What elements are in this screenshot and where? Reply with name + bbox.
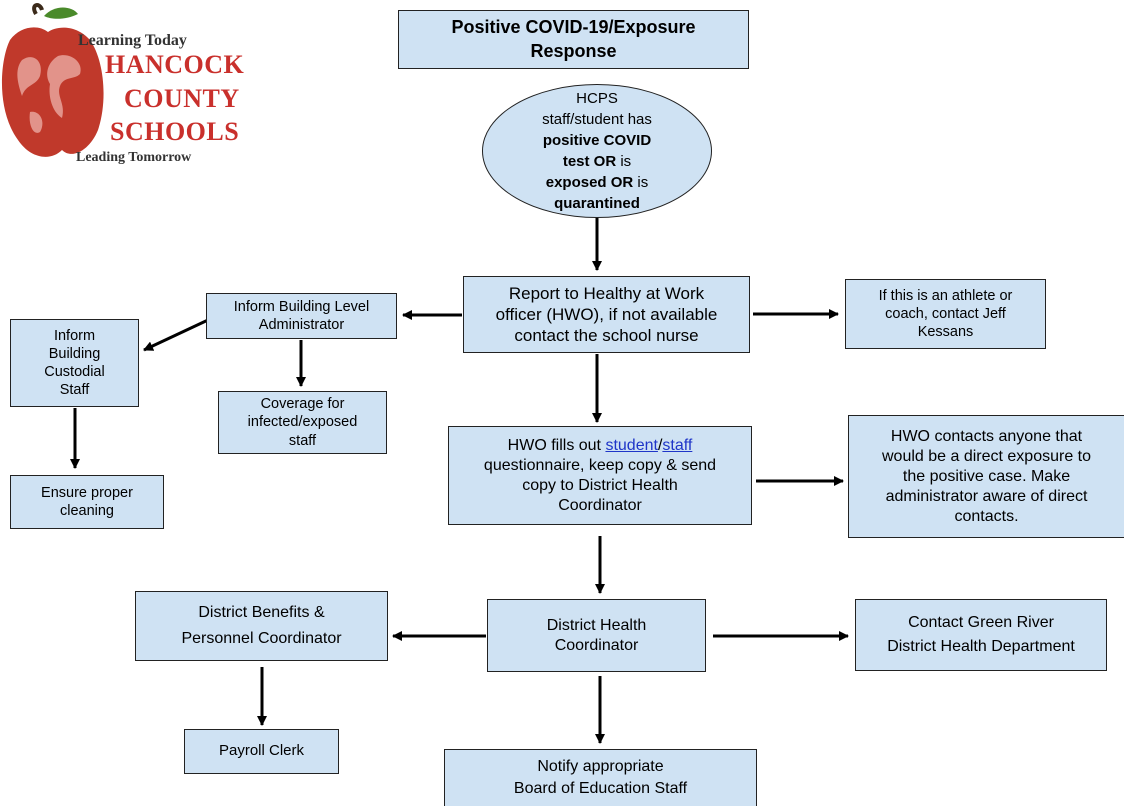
logo-tagline-top: Learning Today (78, 32, 187, 49)
athlete-coach-node: If this is an athlete or coach, contact … (845, 279, 1046, 349)
inform-building-admin-node: Inform Building Level Administrator (206, 293, 397, 339)
logo-line-hancock: HANCOCK (105, 50, 245, 79)
notify-board-node: Notify appropriate Board of Education St… (444, 749, 757, 806)
green-river-health-dept-node: Contact Green River District Health Depa… (855, 599, 1107, 671)
coverage-staff-node: Coverage for infected/exposed staff (218, 391, 387, 454)
district-benefits-node: District Benefits & Personnel Coordinato… (135, 591, 388, 661)
logo-line-schools: SCHOOLS (110, 117, 240, 146)
district-health-coordinator-node: District Health Coordinator (487, 599, 706, 672)
hancock-county-schools-logo: Learning Today HANCOCK COUNTY SCHOOLS Le… (0, 0, 250, 175)
arrow-admin-to-custodial (143, 318, 209, 352)
logo-line-county: COUNTY (124, 84, 240, 113)
start-line-2: staff/student has (542, 111, 652, 128)
ensure-cleaning-node: Ensure proper cleaning (10, 475, 164, 529)
start-line-5: exposed OR is (545, 174, 649, 191)
apple-globe-icon (1, 3, 104, 157)
hwo-questionnaire-node: HWO fills out student/staff questionnair… (448, 426, 752, 525)
start-condition-node: HCPS staff/student has positive COVID te… (482, 84, 712, 218)
start-line-1: HCPS (576, 90, 618, 107)
title-line-1: Positive COVID-19/Exposure (451, 17, 696, 38)
report-to-hwo-node: Report to Healthy at Work officer (HWO),… (463, 276, 750, 353)
inform-custodial-staff-node: Inform Building Custodial Staff (10, 319, 139, 407)
hwo-contacts-node: HWO contacts anyone that would be a dire… (848, 415, 1124, 538)
start-line-6: quarantined (554, 195, 640, 212)
title-line-2: Response (530, 40, 617, 61)
staff-questionnaire-link[interactable]: staff (662, 436, 693, 454)
page-title: Positive COVID-19/Exposure Response (398, 10, 749, 69)
logo-tagline-bottom: Leading Tomorrow (76, 150, 192, 165)
student-questionnaire-link[interactable]: student (605, 436, 658, 454)
start-line-3: positive COVID (542, 132, 652, 149)
payroll-clerk-node: Payroll Clerk (184, 729, 339, 774)
start-line-4: test OR is (562, 153, 632, 170)
